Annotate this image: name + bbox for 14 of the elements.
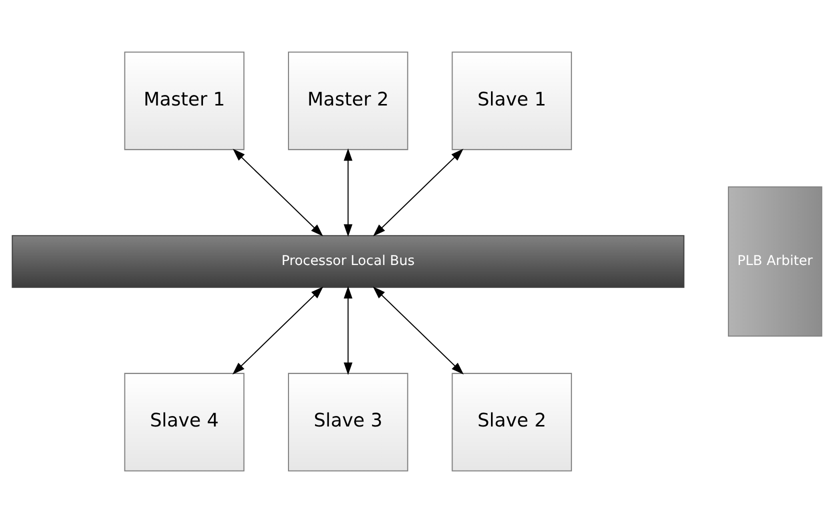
- arrow: [373, 148, 464, 236]
- arrow: [344, 148, 352, 236]
- node-box: Master 1: [124, 51, 244, 150]
- arrow: [232, 286, 324, 374]
- node-box: Slave 3: [288, 372, 408, 471]
- node-box: Processor Local Bus: [12, 234, 684, 288]
- node-box: Slave 1: [452, 51, 572, 150]
- node-box: Slave 2: [452, 372, 572, 471]
- node-box: PLB Arbiter: [728, 186, 822, 336]
- arrow: [232, 148, 324, 236]
- node-box: Slave 4: [124, 372, 244, 471]
- node-box: Master 2: [288, 51, 408, 150]
- arrow: [372, 286, 464, 374]
- arrow: [344, 286, 352, 374]
